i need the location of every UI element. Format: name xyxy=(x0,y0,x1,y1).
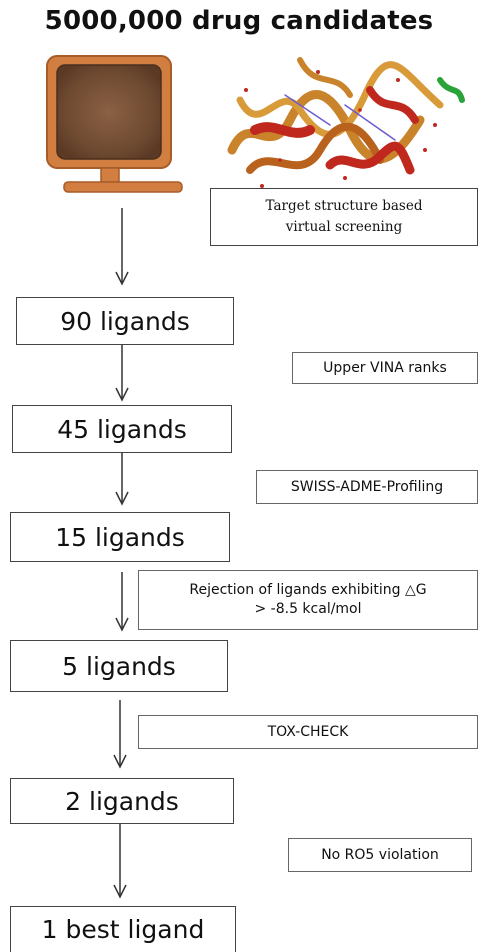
virtual-screening-line1: Target structure based xyxy=(265,198,423,215)
stage-1-best-ligand: 1 best ligand xyxy=(10,906,236,952)
filter-swiss-adme: SWISS-ADME-Profiling xyxy=(256,470,478,504)
page-title: 5000,000 drug candidates xyxy=(44,6,434,36)
stage-5-ligands: 5 ligands xyxy=(10,640,228,692)
stage-90-ligands: 90 ligands xyxy=(16,297,234,345)
stage-2-ligands: 2 ligands xyxy=(10,778,234,824)
stage-45-ligands: 45 ligands xyxy=(12,405,232,453)
filter-delta-g-line2: > -8.5 kcal/mol xyxy=(254,601,362,617)
stage-15-ligands: 15 ligands xyxy=(10,512,230,562)
filter-vina: Upper VINA ranks xyxy=(292,352,478,384)
virtual-screening-line2: virtual screening xyxy=(285,219,403,235)
filter-tox-check: TOX-CHECK xyxy=(138,715,478,749)
filter-ro5: No RO5 violation xyxy=(288,838,472,872)
filter-delta-g-line1: Rejection of ligands exhibiting △G xyxy=(189,582,427,599)
virtual-screening-box: Target structure based virtual screening xyxy=(210,188,478,246)
filter-delta-g: Rejection of ligands exhibiting △G > -8.… xyxy=(138,570,478,630)
